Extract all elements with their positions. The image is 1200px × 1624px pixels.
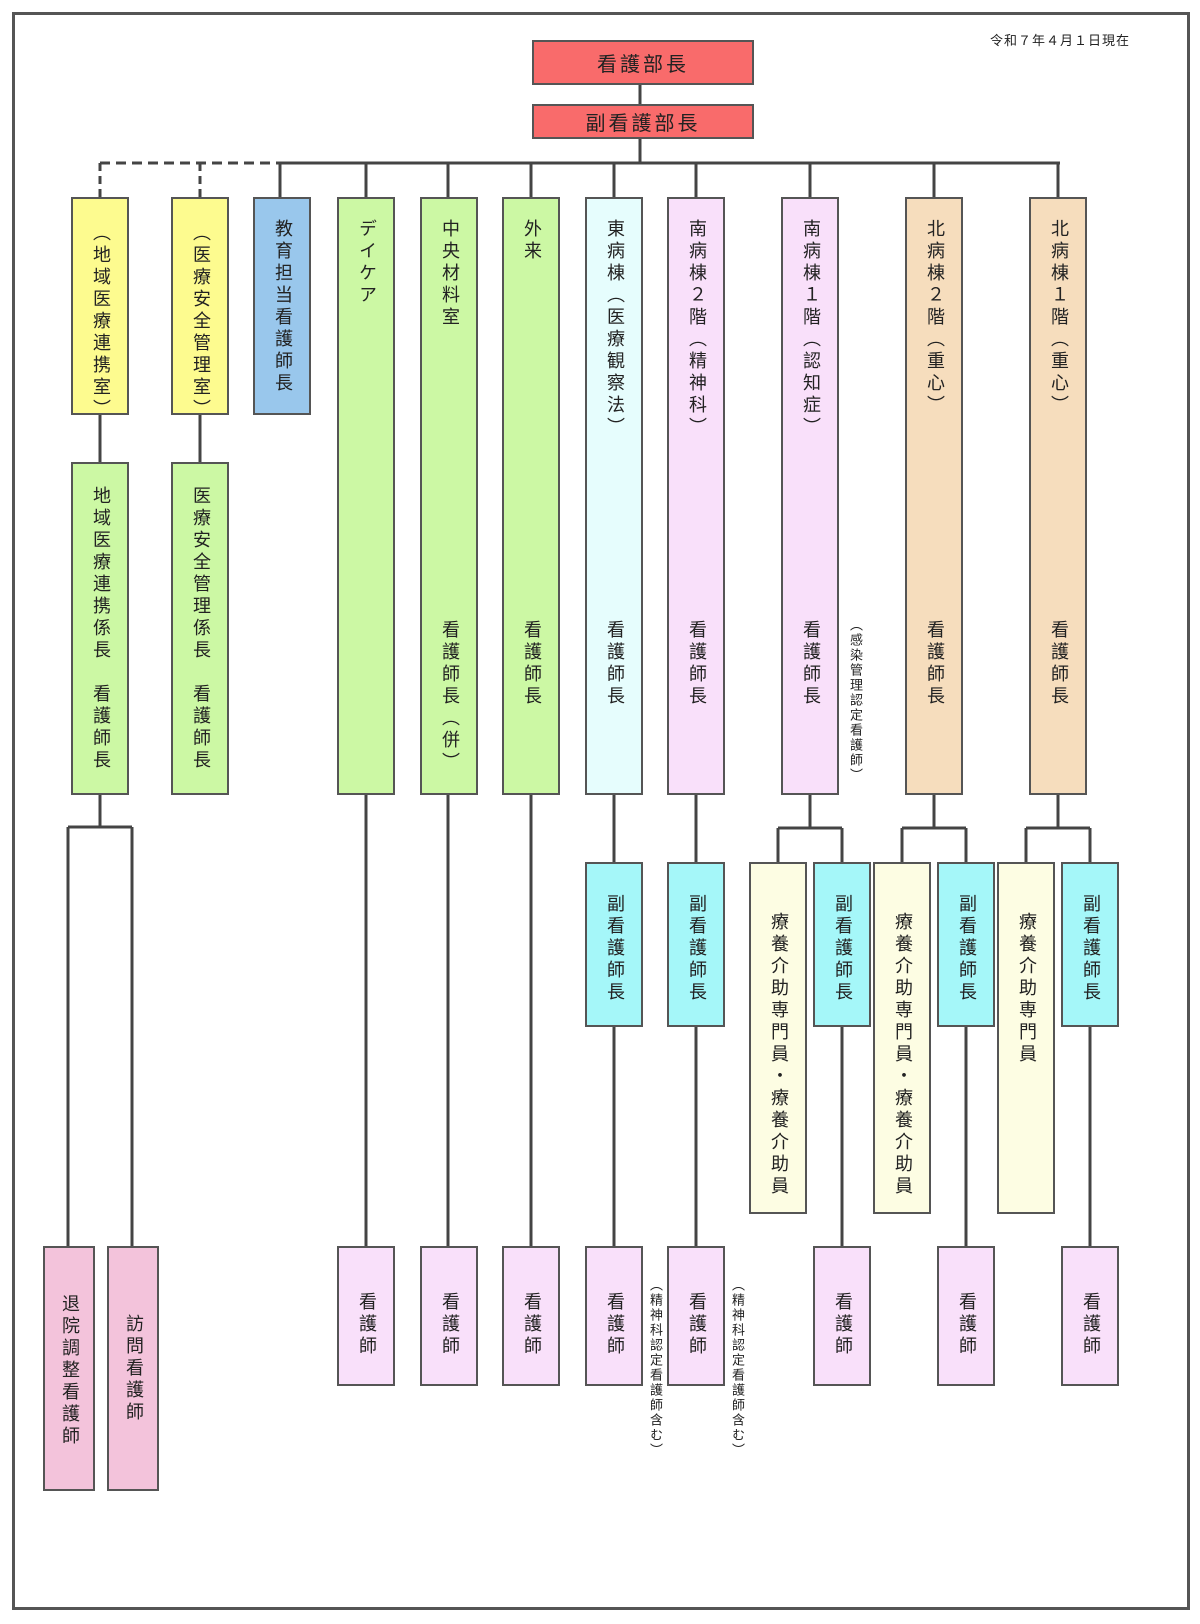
dept-label: デイケア <box>356 219 377 307</box>
deputy-head-label: 副看護師長 <box>832 894 853 1004</box>
dept-label: 外来 <box>521 219 542 263</box>
director-label: 看護部長 <box>597 52 689 76</box>
dept-daycare: デイケア <box>337 197 395 795</box>
deputy-head-label: 副看護師長 <box>956 894 977 1004</box>
section-head-label: 医療安全管理係長 看護師長 <box>190 486 211 772</box>
deputy-head-nurse-south2: 副看護師長 <box>667 862 725 1027</box>
nurse-label: 看護師 <box>686 1292 707 1358</box>
nurse-box: 看護師 <box>1061 1246 1119 1386</box>
dept-label: 中央材料室 <box>439 219 460 329</box>
nurse-label: 看護師 <box>832 1292 853 1358</box>
care-worker-label: 療養介助専門員・療養介助員 <box>892 912 913 1198</box>
deputy-head-label: 副看護師長 <box>1080 894 1101 1004</box>
dept-north-ward-1f: 北病棟１階（重心） <box>1029 197 1087 795</box>
care-worker-south1: 療養介助専門員・療養介助員 <box>749 862 807 1214</box>
nurse-box: 看護師 <box>937 1246 995 1386</box>
psychiatric-certified-note: （精神科認定看護師含む） <box>647 1278 662 1458</box>
nurse-box: 看護師 <box>813 1246 871 1386</box>
nurse-label: 看護師 <box>439 1292 460 1358</box>
dept-label: （地域医療連携室） <box>90 223 111 421</box>
deputy-head-nurse-south1: 副看護師長 <box>813 862 871 1027</box>
medical-safety-head: 医療安全管理係長 看護師長 <box>171 462 229 795</box>
deputy-director-label: 副看護部長 <box>585 111 701 135</box>
psychiatric-certified-note: （精神科認定看護師含む） <box>729 1278 744 1458</box>
dept-label: 南病棟１階（認知症） <box>800 219 821 439</box>
regional-liaison-head: 地域医療連携係長 看護師長 <box>71 462 129 795</box>
head-nurse-label: 看護師長 <box>604 620 625 708</box>
visiting-nurse-label: 訪問看護師 <box>123 1314 144 1424</box>
deputy-head-nurse-east: 副看護師長 <box>585 862 643 1027</box>
discharge-nurse-box: 退院調整看護師 <box>43 1246 95 1491</box>
nurse-label: 看護師 <box>1080 1292 1101 1358</box>
head-nurse-label: 看護師長 <box>924 620 945 708</box>
discharge-nurse-label: 退院調整看護師 <box>59 1294 80 1448</box>
nurse-box: 看護師 <box>502 1246 560 1386</box>
dept-label: 東病棟（医療観察法） <box>604 219 625 439</box>
head-nurse-label: 看護師長 <box>1048 620 1069 708</box>
dept-north-ward-2f: 北病棟２階（重心） <box>905 197 963 795</box>
section-head-label: 地域医療連携係長 看護師長 <box>90 486 111 772</box>
care-worker-north2: 療養介助専門員・療養介助員 <box>873 862 931 1214</box>
dept-label: 北病棟１階（重心） <box>1048 219 1069 417</box>
nurse-label: 看護師 <box>604 1292 625 1358</box>
deputy-head-label: 副看護師長 <box>686 894 707 1004</box>
head-nurse-label: 看護師長 <box>521 620 542 708</box>
visiting-nurse-box: 訪問看護師 <box>107 1246 159 1491</box>
deputy-head-nurse-north1: 副看護師長 <box>1061 862 1119 1027</box>
care-worker-label: 療養介助専門員・療養介助員 <box>768 912 789 1198</box>
dept-regional-liaison: （地域医療連携室） <box>71 197 129 421</box>
deputy-head-nurse-north2: 副看護師長 <box>937 862 995 1027</box>
chart-frame <box>12 12 1190 1610</box>
dept-education-head: 教育担当看護師長 <box>253 197 311 415</box>
dept-south-ward-2f: 南病棟２階（精神科） <box>667 197 725 795</box>
care-worker-north1: 療養介助専門員 <box>997 862 1055 1214</box>
nurse-label: 看護師 <box>356 1292 377 1358</box>
head-nurse-label: 看護師長 <box>686 620 707 708</box>
dept-label: 南病棟２階（精神科） <box>686 219 707 439</box>
care-worker-label: 療養介助専門員 <box>1016 912 1037 1066</box>
dept-outpatient: 外来 <box>502 197 560 795</box>
dept-label: 教育担当看護師長 <box>272 219 293 395</box>
nurse-box: 看護師 <box>420 1246 478 1386</box>
dept-east-ward: 東病棟（医療観察法） <box>585 197 643 795</box>
dept-central-supply: 中央材料室 <box>420 197 478 795</box>
deputy-head-label: 副看護師長 <box>604 894 625 1004</box>
date-label: 令和７年４月１日現在 <box>990 34 1131 49</box>
nurse-box: 看護師 <box>667 1246 725 1386</box>
nurse-box: 看護師 <box>337 1246 395 1386</box>
infection-control-note: （感染管理認定看護師） <box>847 618 862 783</box>
head-nurse-label: 看護師長 <box>800 620 821 708</box>
dept-south-ward-1f: 南病棟１階（認知症） <box>781 197 839 795</box>
nurse-box: 看護師 <box>585 1246 643 1386</box>
head-nurse-label: 看護師長（併） <box>439 620 460 774</box>
dept-medical-safety: （医療安全管理室） <box>171 197 229 421</box>
deputy-director-box: 副看護部長 <box>532 104 754 139</box>
nurse-label: 看護師 <box>521 1292 542 1358</box>
dept-label: （医療安全管理室） <box>190 223 211 421</box>
director-box: 看護部長 <box>532 40 754 85</box>
dept-label: 北病棟２階（重心） <box>924 219 945 417</box>
nurse-label: 看護師 <box>956 1292 977 1358</box>
